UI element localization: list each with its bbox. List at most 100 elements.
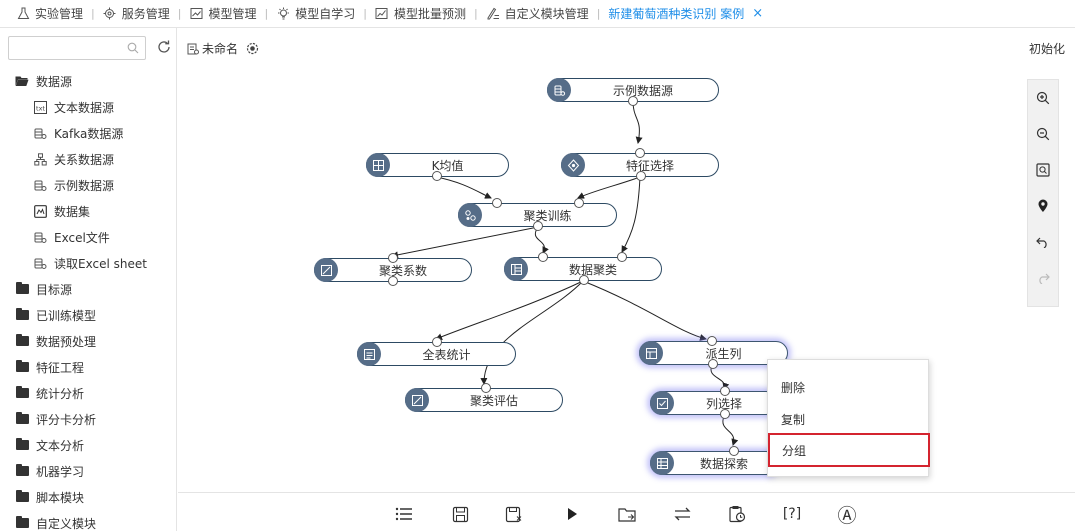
tree-folder-custom-modules[interactable]: 自定义模块 bbox=[0, 510, 176, 531]
node-kmeans[interactable]: K均值 bbox=[366, 153, 509, 181]
refresh-icon[interactable] bbox=[156, 39, 172, 55]
tab-experiment-management[interactable]: 实验管理 bbox=[16, 5, 83, 22]
node-column-selection[interactable]: 列选择 bbox=[650, 386, 778, 419]
tree-folder-script-modules[interactable]: 脚本模块 bbox=[0, 484, 176, 510]
context-menu: 删除 复制 分组 bbox=[767, 359, 930, 477]
output-port[interactable] bbox=[628, 96, 638, 106]
undo-icon[interactable] bbox=[1035, 234, 1051, 250]
tree-item-dataset[interactable]: 数据集 bbox=[0, 198, 176, 224]
edge bbox=[435, 176, 492, 199]
node-cluster-evaluation[interactable]: 聚类评估 bbox=[405, 383, 563, 412]
node-sample-data-source[interactable]: 示例数据源 bbox=[547, 78, 719, 106]
node-data-clustering[interactable]: 数据聚类 bbox=[504, 252, 662, 285]
tab-service-management[interactable]: 服务管理 bbox=[103, 5, 170, 22]
output-port[interactable] bbox=[388, 276, 398, 286]
tree-item-read-excel-sheet[interactable]: 读取Excel sheet bbox=[0, 250, 176, 276]
tree-folder-feature-engineering[interactable]: 特征工程 bbox=[0, 354, 176, 380]
node-derived-column[interactable]: 派生列 bbox=[639, 336, 788, 369]
node-feature-selection[interactable]: 特征选择 bbox=[561, 148, 719, 181]
input-port[interactable] bbox=[538, 252, 548, 262]
menu-item-copy[interactable]: 复制 bbox=[781, 412, 806, 427]
edge bbox=[577, 176, 641, 199]
tab-label: 新建葡萄酒种类识别 案例 bbox=[608, 7, 745, 21]
tree-item-kafka-source[interactable]: Kafka数据源 bbox=[0, 120, 176, 146]
input-port[interactable] bbox=[729, 446, 739, 456]
tab-custom-module-management[interactable]: 自定义模块管理 bbox=[486, 5, 589, 22]
flow-connections bbox=[391, 99, 739, 446]
close-tab-icon[interactable]: × bbox=[752, 6, 764, 21]
zoom-out-icon[interactable] bbox=[1035, 126, 1051, 142]
fit-view-icon[interactable] bbox=[1035, 162, 1051, 178]
output-port[interactable] bbox=[533, 221, 543, 231]
tree-folder-statistics[interactable]: 统计分析 bbox=[0, 380, 176, 406]
input-port[interactable] bbox=[707, 336, 717, 346]
tab-label: 自定义模块管理 bbox=[504, 7, 589, 21]
tree-item-sample-source[interactable]: 示例数据源 bbox=[0, 172, 176, 198]
export-icon[interactable] bbox=[616, 503, 638, 525]
text-source-icon: txt bbox=[33, 100, 47, 114]
tree-label: 脚本模块 bbox=[36, 490, 85, 505]
input-port[interactable] bbox=[432, 337, 442, 347]
tree-folder-text-analysis[interactable]: 文本分析 bbox=[0, 432, 176, 458]
auto-layout-icon[interactable]: Ⓐ bbox=[837, 504, 857, 527]
input-port[interactable] bbox=[481, 383, 491, 393]
redo-icon bbox=[1035, 270, 1051, 286]
tree-folder-trained-models[interactable]: 已训练模型 bbox=[0, 302, 176, 328]
flow-name-label[interactable]: 未命名 bbox=[202, 42, 239, 56]
tree-item-relational-source[interactable]: 关系数据源 bbox=[0, 146, 176, 172]
input-port[interactable] bbox=[617, 252, 627, 262]
tab-model-management[interactable]: 模型管理 bbox=[189, 5, 256, 22]
flask-icon bbox=[16, 7, 30, 21]
canvas-header: 未命名 初始化 bbox=[178, 28, 1075, 67]
tree-item-excel-file[interactable]: Excel文件 bbox=[0, 224, 176, 250]
tree-item-text-source[interactable]: txt 文本数据源 bbox=[0, 94, 176, 120]
initialize-button[interactable]: 初始化 bbox=[1028, 42, 1065, 56]
tree-folder-target-source[interactable]: 目标源 bbox=[0, 276, 176, 302]
folder-icon bbox=[15, 464, 29, 478]
input-port[interactable] bbox=[720, 386, 730, 396]
node-cluster-training[interactable]: 聚类训练 bbox=[458, 198, 617, 231]
output-port[interactable] bbox=[432, 171, 442, 181]
list-icon[interactable] bbox=[393, 503, 415, 525]
output-port[interactable] bbox=[636, 171, 646, 181]
search-box bbox=[8, 36, 146, 60]
tab-model-self-learning[interactable]: 模型自学习 bbox=[276, 5, 355, 22]
flow-canvas[interactable]: 示例数据源 K均值 特征选择 聚类训练 聚类系数 bbox=[178, 67, 1075, 492]
db-source-icon bbox=[33, 230, 47, 244]
node-data-exploration[interactable]: 数据探索 bbox=[650, 446, 778, 475]
zoom-in-icon[interactable] bbox=[1035, 90, 1051, 106]
input-port[interactable] bbox=[388, 253, 398, 263]
switch-icon[interactable] bbox=[671, 503, 693, 525]
edge bbox=[582, 280, 707, 341]
search-input[interactable] bbox=[9, 37, 119, 59]
run-icon[interactable] bbox=[561, 503, 583, 525]
tab-label: 模型管理 bbox=[208, 7, 257, 21]
menu-item-delete[interactable]: 删除 bbox=[781, 380, 806, 395]
tree-folder-preprocessing[interactable]: 数据预处理 bbox=[0, 328, 176, 354]
tree-folder-machine-learning[interactable]: 机器学习 bbox=[0, 458, 176, 484]
tree-label: 读取Excel sheet bbox=[54, 256, 147, 271]
tree-label: 机器学习 bbox=[36, 464, 85, 479]
edit-module-icon bbox=[486, 7, 500, 21]
input-port[interactable] bbox=[635, 148, 645, 158]
input-port[interactable] bbox=[492, 198, 502, 208]
save-as-icon[interactable] bbox=[503, 503, 525, 525]
tree-folder-data-source[interactable]: 数据源 bbox=[0, 68, 176, 94]
line-chart-icon bbox=[375, 7, 389, 21]
input-port[interactable] bbox=[574, 198, 584, 208]
tab-model-batch-predict[interactable]: 模型批量预测 bbox=[375, 5, 466, 22]
tree-folder-scorecard[interactable]: 评分卡分析 bbox=[0, 406, 176, 432]
node-full-table-stats[interactable]: 全表统计 bbox=[357, 337, 516, 366]
menu-item-group[interactable]: 分组 bbox=[768, 433, 930, 467]
save-icon[interactable] bbox=[449, 503, 471, 525]
locate-icon[interactable] bbox=[1035, 198, 1051, 214]
node-cluster-coefficient[interactable]: 聚类系数 bbox=[314, 253, 472, 286]
schedule-icon[interactable] bbox=[726, 503, 748, 525]
settings-icon[interactable] bbox=[246, 42, 259, 55]
search-icon[interactable] bbox=[127, 42, 139, 54]
output-port[interactable] bbox=[708, 359, 718, 369]
tab-new-wine-case[interactable]: 新建葡萄酒种类识别 案例 bbox=[608, 5, 744, 22]
output-port[interactable] bbox=[720, 409, 730, 419]
output-port[interactable] bbox=[579, 275, 589, 285]
help-icon[interactable]: [?] bbox=[782, 506, 802, 522]
